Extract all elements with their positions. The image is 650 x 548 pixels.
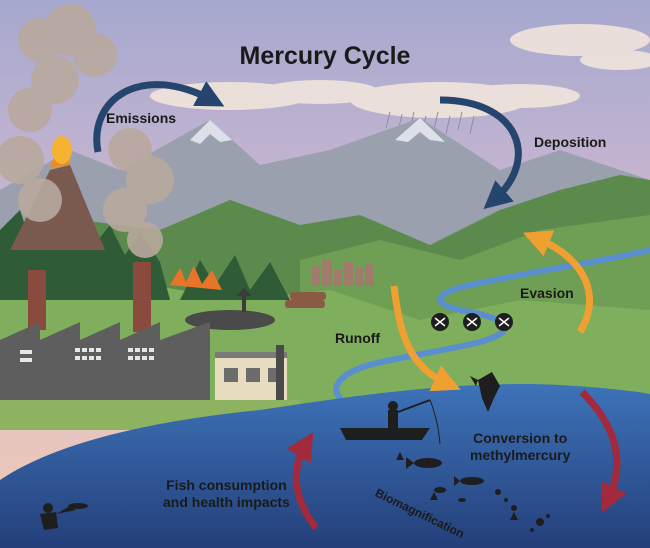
fisherman-boat-icon: [340, 399, 441, 445]
runoff-arrow: [390, 285, 461, 392]
label-conversion-line1: Conversion to: [473, 430, 568, 446]
label-fish-line2: and health impacts: [163, 494, 290, 510]
city-icon: [312, 260, 373, 286]
deposition-arrow: [439, 96, 522, 210]
emissions-arrow: [93, 81, 225, 153]
diagram-title: Mercury Cycle: [239, 42, 411, 70]
plankton-icon: [396, 452, 550, 532]
log-pile: [285, 292, 326, 308]
evasion-arrow: [523, 230, 593, 334]
label-fish-consumption: Fish consumption and health impacts: [163, 477, 290, 511]
fish-consumption-arrow: [286, 432, 319, 531]
bird-of-prey-icon: [470, 372, 500, 412]
smoke-plumes: [0, 4, 174, 258]
fire-icon: [170, 266, 222, 290]
label-evasion: Evasion: [520, 285, 574, 301]
label-conversion-line2: methylmercury: [470, 447, 571, 463]
label-deposition: Deposition: [534, 134, 607, 150]
lake: [0, 384, 650, 548]
fish-icon: [406, 457, 484, 502]
label-fish-line1: Fish consumption: [166, 477, 287, 493]
label-emissions: Emissions: [106, 110, 177, 126]
person-eating-fish-icon: [40, 503, 88, 530]
label-runoff: Runoff: [335, 330, 381, 346]
label-conversion: Conversion to methylmercury: [470, 430, 570, 464]
conversion-arrow: [579, 389, 627, 513]
